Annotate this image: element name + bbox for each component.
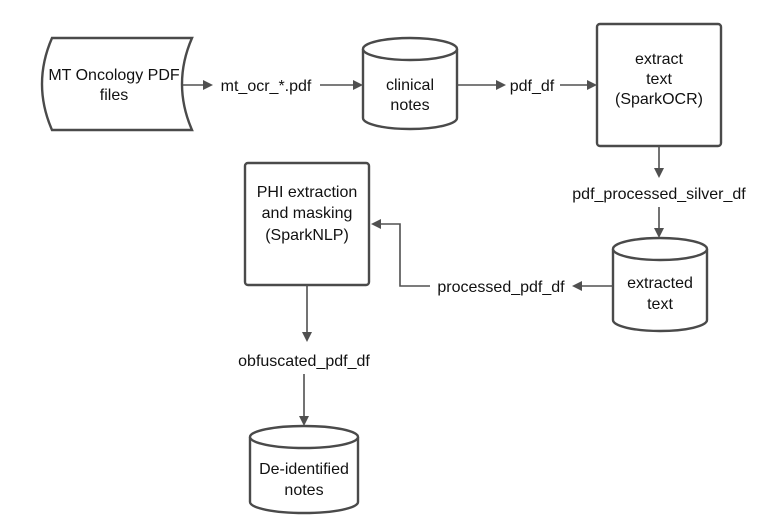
edge-label-obfuscated: obfuscated_pdf_df [238,353,370,370]
node-clinical-line1: clinical [386,77,434,94]
database-body [611,249,709,333]
node-phi-line1: PHI extraction [257,184,357,201]
database-top [361,36,459,62]
edge-mt-ocr-to-clinical [320,80,363,90]
arrow-head-icon [302,332,312,342]
node-clinical-line2: notes [390,97,429,114]
node-phi-line3: (SparkNLP) [265,227,349,244]
node-extracted-line2: text [647,296,673,313]
node-clinical-notes: clinical notes [361,36,459,131]
node-source-files: MT Oncology PDF files [40,36,194,132]
database-body [248,437,360,515]
edge-label-mt-ocr: mt_ocr_*.pdf [221,78,312,95]
edge-label-processed: processed_pdf_df [437,279,565,296]
arrow-head-icon [654,228,664,238]
node-extract-line3: (SparkOCR) [615,91,703,108]
connector-line [381,223,430,287]
database-top [248,424,360,450]
node-extract-line2: text [646,71,672,88]
edge-pdf-df-to-extract [560,80,597,90]
node-extract-line1: extract [635,51,684,68]
node-extracted-line1: extracted [627,275,693,292]
edge-processed-to-phi [371,219,430,287]
arrow-head-icon [496,80,506,90]
node-deid-line2: notes [284,482,323,499]
edge-extracted-to-processed [572,281,613,291]
node-phi-masking: PHI extraction and masking (SparkNLP) [243,161,371,287]
node-source-line2: files [100,87,128,104]
node-phi-line2: and masking [262,205,353,222]
database-top [611,236,709,262]
edge-clinical-to-pdf-df [457,80,506,90]
edge-extract-to-silver [654,146,664,178]
arrow-head-icon [353,80,363,90]
node-deidentified-notes: De-identified notes [248,424,360,515]
arrow-head-icon [654,168,664,178]
arrow-head-icon [203,80,213,90]
edge-obfuscated-to-deid [299,374,309,426]
edge-source-to-mt-ocr [183,80,213,90]
arrow-head-icon [587,80,597,90]
node-extracted-text: extracted text [611,236,709,333]
node-source-line1: MT Oncology PDF [48,67,180,84]
edge-label-silver: pdf_processed_silver_df [572,186,746,203]
process-box [243,161,371,287]
database-body [361,49,459,131]
stored-data-shape [40,36,194,132]
edge-silver-to-extracted [654,207,664,238]
edge-phi-to-obfuscated [302,285,312,342]
arrow-head-icon [299,416,309,426]
arrow-head-icon [572,281,582,291]
node-extract-text: extract text (SparkOCR) [595,22,723,148]
arrow-head-icon [371,219,381,229]
node-deid-line1: De-identified [259,461,349,478]
edge-label-pdf-df: pdf_df [510,78,555,95]
